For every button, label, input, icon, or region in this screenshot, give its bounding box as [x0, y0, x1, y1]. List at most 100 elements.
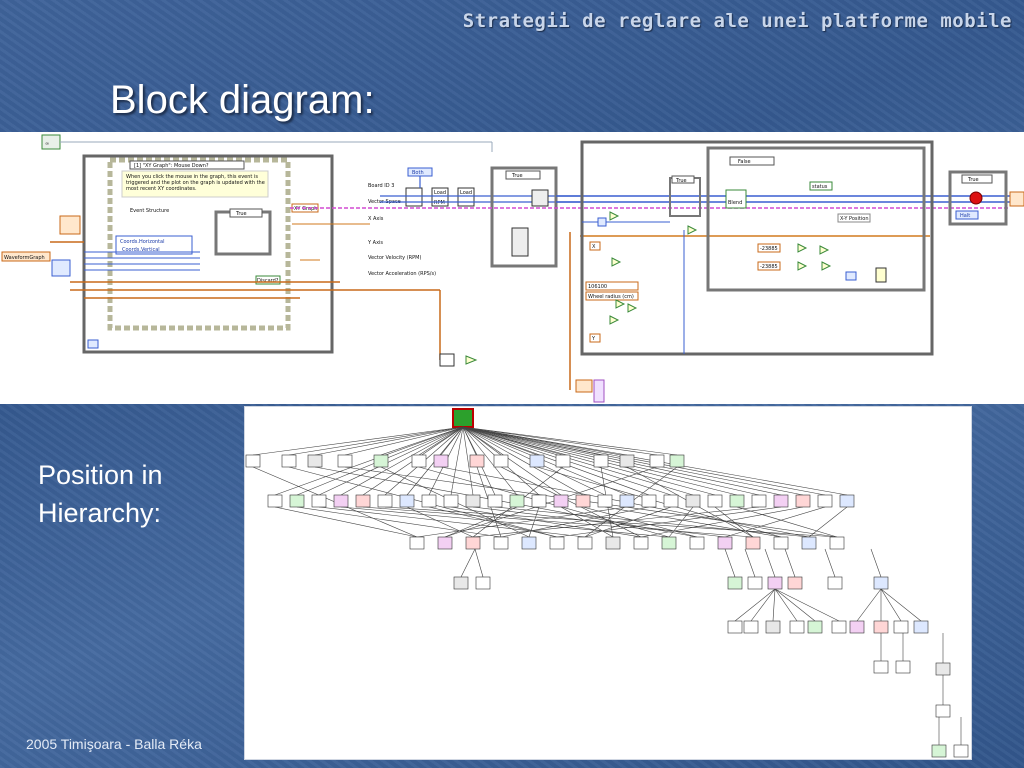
hierarchy-node [789, 620, 805, 634]
hierarchy-node [661, 536, 677, 550]
hierarchy-node [619, 494, 635, 508]
hierarchy-node [831, 620, 847, 634]
hierarchy-node [807, 620, 823, 634]
hierarchy-node [289, 494, 305, 508]
hierarchy-node [873, 576, 889, 590]
hierarchy-node [727, 620, 743, 634]
hierarchy-node [475, 576, 491, 590]
hierarchy-node [487, 494, 503, 508]
hierarchy-node [795, 494, 811, 508]
hierarchy-node [465, 536, 481, 550]
y-terminal-label: Y [591, 336, 596, 342]
wheel-radius-label: Wheel radius (cm) [588, 294, 634, 300]
hierarchy-section-label: Position in Hierarchy: [38, 460, 163, 528]
x-axis-label: X Axis [368, 216, 384, 222]
while-loop-right [580, 140, 934, 356]
hierarchy-node [817, 494, 833, 508]
case-structure-false [706, 146, 926, 292]
hierarchy-svg [245, 408, 969, 758]
hierarchy-edges [252, 426, 962, 745]
both-label: Both [412, 170, 424, 176]
header-title: Strategii de reglare ale unei platforme … [462, 10, 1012, 32]
coords-unbundle [115, 235, 193, 255]
event-note-line-1: When you click the mouse in the graph, t… [126, 174, 258, 180]
const-106100: 106100 [588, 284, 607, 290]
hierarchy-node [935, 704, 951, 718]
hierarchy-node [333, 494, 349, 508]
small-case-label: True [675, 178, 687, 184]
board-id-label: Board ID 3 [368, 183, 394, 189]
hierarchy-node [849, 620, 865, 634]
inner-case-true-label: True [235, 211, 247, 217]
const-23885-b: -23885 [760, 264, 778, 270]
hierarchy-node [593, 454, 609, 468]
hierarchy-node [773, 494, 789, 508]
hierarchy-node [373, 454, 389, 468]
hierarchy-node [411, 454, 427, 468]
hierarchy-node [953, 744, 969, 758]
hierarchy-node [827, 576, 843, 590]
hierarchy-node [555, 454, 571, 468]
hierarchy-node [549, 536, 565, 550]
hierarchy-node [751, 494, 767, 508]
coords-vertical-label: Coords.Vertical [122, 247, 160, 253]
case-structure-middle [490, 166, 558, 268]
hierarchy-node [745, 536, 761, 550]
discard-terminal [255, 275, 281, 285]
hierarchy-node [605, 536, 621, 550]
load-label-2: Load [460, 190, 472, 196]
hierarchy-node [765, 620, 781, 634]
footer-text: 2005 Timişoara - Balla Réka [26, 736, 202, 752]
vector-velocity-label: Vector Velocity (RPM) [368, 255, 421, 261]
hierarchy-node [281, 454, 297, 468]
event-case-label: [1] "XY Graph": Mouse Down? [134, 163, 209, 169]
main-bus-wires [290, 195, 1010, 237]
hierarchy-node [773, 536, 789, 550]
xy-graph-label: XY Graph [294, 206, 317, 212]
hierarchy-node [377, 494, 393, 508]
hierarchy-node [801, 536, 817, 550]
event-note-line-2: triggered and the plot on the graph is u… [126, 180, 265, 186]
rpm-label: RPM [434, 200, 445, 206]
middle-case-label: True [511, 173, 523, 179]
event-structure-frame [107, 157, 291, 331]
hierarchy-node [727, 576, 743, 590]
hierarchy-node [521, 536, 537, 550]
block-diagram-image: ∞ [1] "XY Graph": Mouse Down? When you c… [0, 132, 1024, 404]
event-case-selector [129, 160, 245, 170]
hierarchy-node [873, 620, 889, 634]
x-terminal-label: X [592, 244, 596, 250]
hierarchy-node [337, 454, 353, 468]
hierarchy-node [493, 536, 509, 550]
hierarchy-node [267, 494, 283, 508]
hierarchy-node [553, 494, 569, 508]
const-23885-a: -23885 [760, 246, 778, 252]
hierarchy-node [787, 576, 803, 590]
hierarchy-node [707, 494, 723, 508]
hierarchy-node [437, 536, 453, 550]
hierarchy-node [355, 494, 371, 508]
hierarchy-node [641, 494, 657, 508]
status-label: status [812, 184, 828, 190]
hierarchy-node [743, 620, 759, 634]
blue-wires-left [84, 251, 200, 271]
hierarchy-node [531, 494, 547, 508]
hierarchy-node [443, 494, 459, 508]
hierarchy-node [453, 576, 469, 590]
hierarchy-node [669, 454, 685, 468]
false-case-label: False [738, 159, 751, 165]
hierarchy-node [931, 744, 947, 758]
hierarchy-node [575, 494, 591, 508]
hierarchy-node [717, 536, 733, 550]
root-vi-icon [452, 408, 474, 428]
hierarchy-node [399, 494, 415, 508]
waveform-graph-terminal [1, 251, 51, 262]
hierarchy-node [421, 494, 437, 508]
compute-triangles [609, 211, 832, 325]
halt-label: Halt [960, 213, 970, 219]
waveform-label: WaveformGraph [4, 255, 45, 261]
hierarchy-node [893, 620, 909, 634]
hierarchy-node [685, 494, 701, 508]
xy-position-label: X-Y Position [840, 216, 869, 222]
hierarchy-node [469, 454, 485, 468]
